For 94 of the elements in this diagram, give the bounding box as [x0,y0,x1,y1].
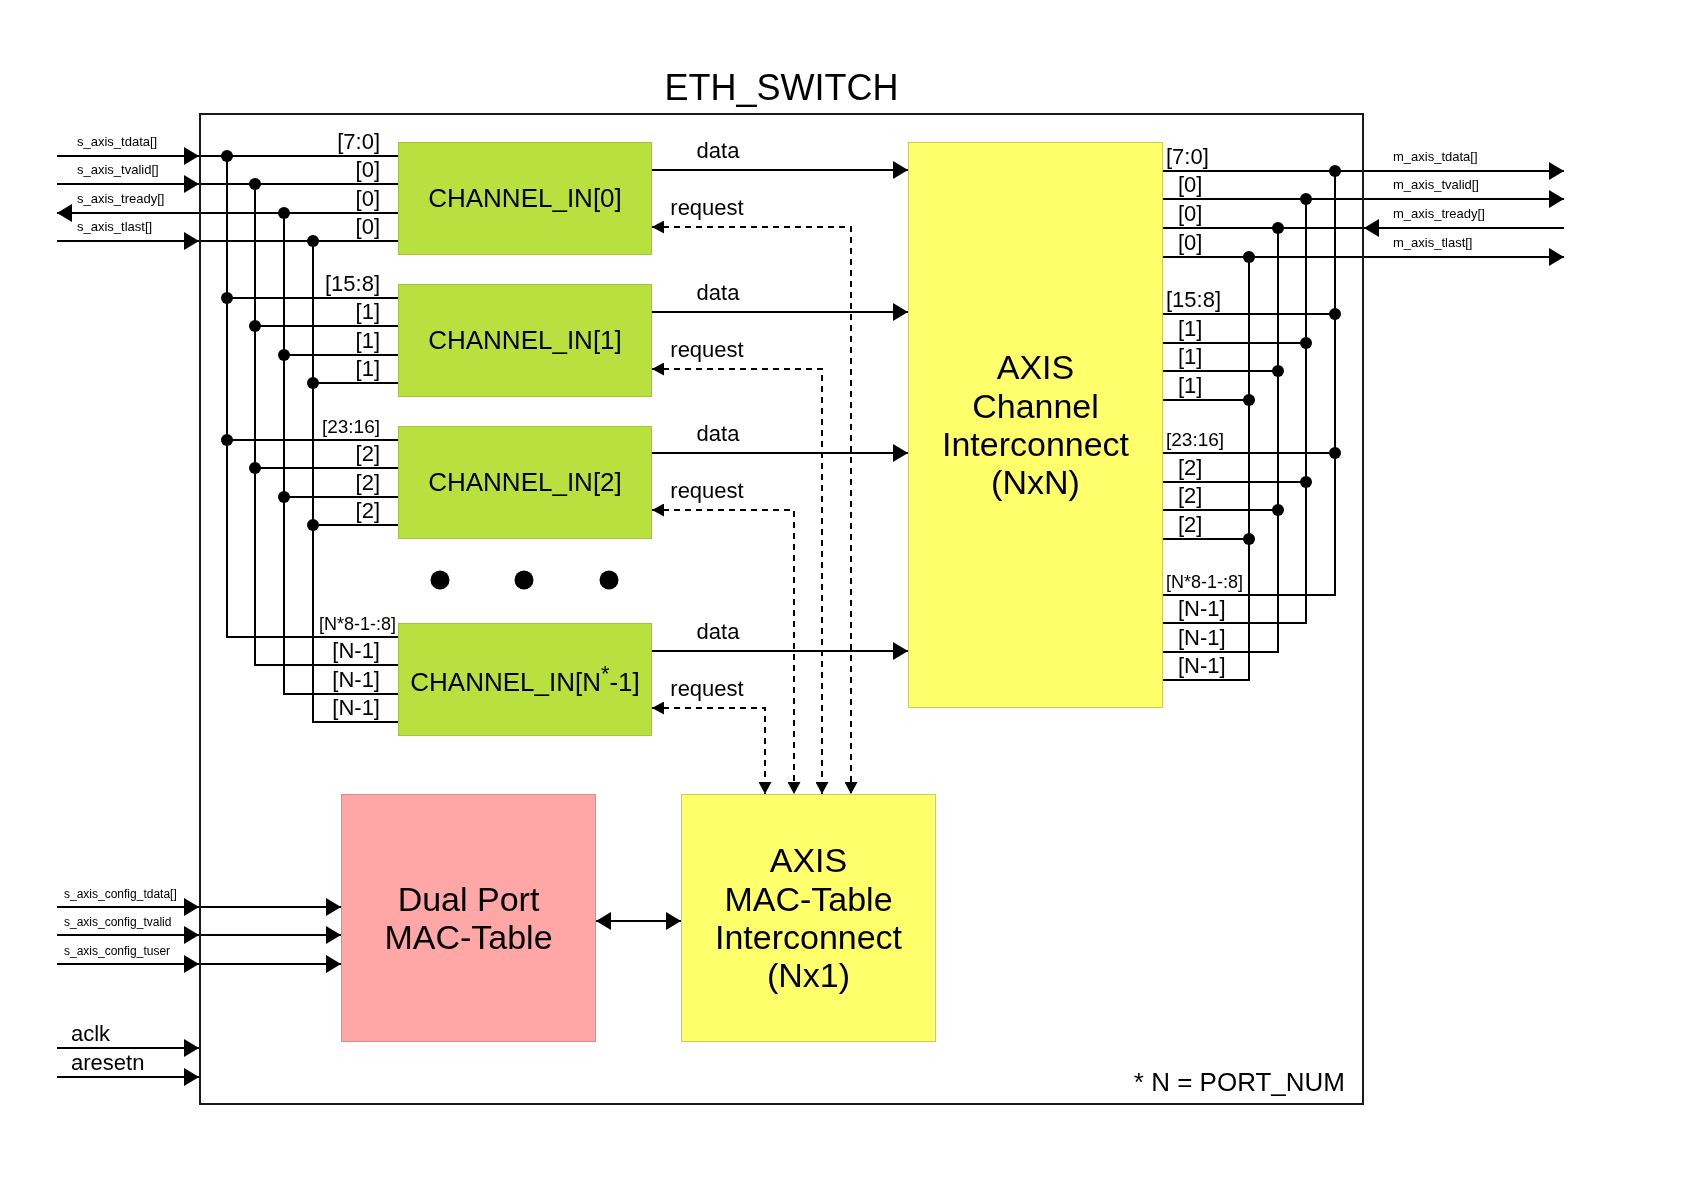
bit-range-label: [2] [1178,482,1203,508]
signal-label: s_axis_config_tvalid [64,916,172,930]
arrow [198,926,342,944]
footnote: * N = PORT_NUM [1133,1068,1345,1098]
bit-range-label: [N-1] [332,666,380,692]
module-box [908,142,1163,708]
dashed-double-arrow [651,362,829,795]
signal-label: m_axis_tdata[] [1393,150,1478,165]
edge-label: request [670,336,744,362]
signal-label: m_axis_tlast[] [1393,236,1473,251]
bit-range-label: [7:0] [1166,143,1209,169]
arrow [198,898,342,916]
module-label: Dual Port MAC-Table [383,879,554,957]
bit-range-label: [N-1] [1178,595,1226,621]
signal-label: aresetn [71,1049,145,1075]
module-label: AXIS MAC-Table Interconnect (Nx1) [713,841,904,995]
bit-range-label: [1] [1178,372,1203,398]
arrow [56,926,200,944]
bit-range-label: [N*8-1-:8] [1166,572,1244,593]
bit-range-label: [0] [1178,200,1203,226]
edge-label: data [696,137,740,163]
arrow [56,175,200,193]
module-box [398,426,652,539]
arrow [56,147,200,165]
bit-range-label: [1] [355,298,380,324]
bit-range-label: [1] [355,355,380,381]
signal-label: s_axis_config_tuser [64,945,171,959]
bit-range-label: [15:8] [324,270,380,296]
signal-label: s_axis_tvalid[] [77,163,159,178]
arrow [1363,162,1565,180]
signal-label: m_axis_tvalid[] [1393,178,1479,193]
module-box [398,623,652,736]
arrow [1363,219,1565,237]
arrow [651,642,909,660]
bit-range-label: [N*8-1-:8] [318,614,396,635]
arrow [651,303,909,321]
dashed-double-arrow [651,503,801,795]
bit-range-label: [2] [1178,454,1203,480]
bit-range-label: [1] [1178,315,1203,341]
edge-label: data [696,618,740,644]
module-label: AXIS Channel Interconnect (NxN) [940,348,1131,502]
edge-label: request [670,194,744,220]
module-box [681,794,936,1042]
arrow [56,204,200,222]
bit-range-label: [N-1] [1178,624,1226,650]
edge-label: data [696,420,740,446]
signal-label: s_axis_tdata[] [77,135,158,150]
arrow [651,161,909,179]
signal-label: m_axis_tready[] [1393,207,1485,222]
bit-range-label: [1] [1178,343,1203,369]
bit-range-label: [2] [355,440,380,466]
edge-label: request [670,675,744,701]
module-box [341,794,596,1042]
bit-range-label: [N-1] [332,694,380,720]
bit-range-label: [1] [355,327,380,353]
arrow [56,1039,200,1057]
arrow [56,1068,200,1086]
bit-range-label: [N-1] [1178,652,1226,678]
arrow [651,444,909,462]
module-box [398,284,652,397]
arrow [56,955,200,973]
module-label: CHANNEL_IN[N$^{*}$-1] [410,662,640,697]
bit-range-label: [23:16] [1166,429,1225,451]
dashed-double-arrow [651,701,772,795]
bit-range-label: [15:8] [1166,286,1222,312]
bit-range-label: [N-1] [332,637,380,663]
module-label: CHANNEL_IN[0] [428,183,622,214]
bit-range-label: [0] [355,156,380,182]
arrow [56,232,200,250]
double-arrow [595,912,682,930]
dashed-double-arrow [651,220,858,795]
signal-label: aclk [71,1020,111,1046]
edge-label: request [670,477,744,503]
bit-range-label: [0] [355,213,380,239]
bit-range-label: [7:0] [337,128,380,154]
bit-range-label: [2] [355,497,380,523]
module-title: ETH_SWITCH [663,68,900,109]
arrow [56,898,200,916]
module-box [398,142,652,255]
arrow [1363,190,1565,208]
bit-range-label: [0] [355,185,380,211]
bit-range-label: [2] [355,469,380,495]
signal-label: s_axis_config_tdata[] [64,888,177,902]
bit-range-label: [2] [1178,511,1203,537]
arrow [1363,248,1565,266]
bit-range-label: [23:16] [321,416,380,438]
bit-range-label: [0] [1178,229,1203,255]
module-label: CHANNEL_IN[2] [428,467,622,498]
signal-label: s_axis_tready[] [77,192,165,207]
arrow [198,955,342,973]
signal-label: s_axis_tlast[] [77,220,153,235]
edge-label: data [696,279,740,305]
bit-range-label: [0] [1178,171,1203,197]
module-label: CHANNEL_IN[1] [428,325,622,356]
